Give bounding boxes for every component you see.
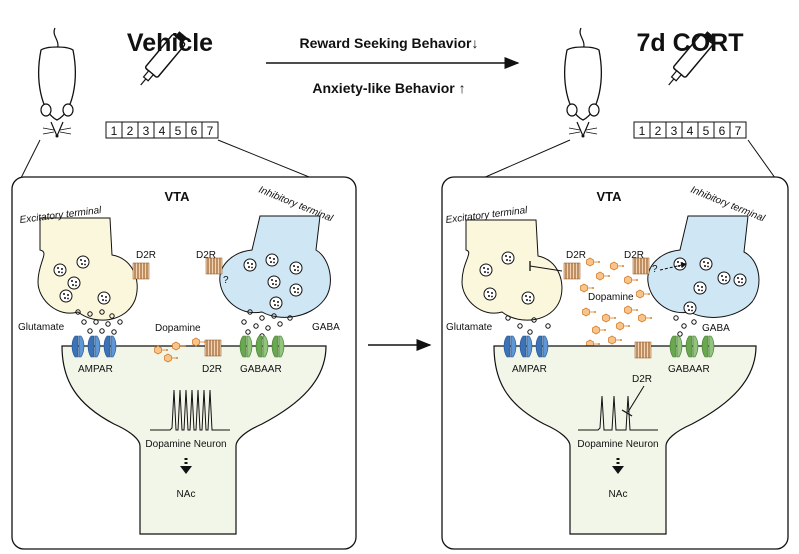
ampar-receptor xyxy=(71,335,85,358)
reward-behavior-text: Reward Seeking Behavior↓ xyxy=(300,35,479,51)
ampar-receptor xyxy=(535,335,549,358)
inhibition-line xyxy=(627,385,645,413)
ampar-receptor xyxy=(87,335,101,358)
day-label: 4 xyxy=(687,124,694,138)
dopamine-neuron-label: Dopamine Neuron xyxy=(145,439,226,450)
gabaar-receptor xyxy=(701,335,715,358)
d2r-label: D2R xyxy=(196,250,216,261)
question-mark: ? xyxy=(223,275,229,286)
cort-panel: VTA Excitatory terminal D2R Inhibitory t… xyxy=(441,176,789,550)
day-label: 1 xyxy=(639,124,646,138)
day-label: 6 xyxy=(719,124,726,138)
vta-label: VTA xyxy=(164,189,190,204)
down-arrow-icon xyxy=(180,458,192,474)
dopamine-label: Dopamine xyxy=(155,323,201,334)
inhibition-line xyxy=(529,265,563,272)
gabaar-receptor xyxy=(669,335,683,358)
ampar-label: AMPAR xyxy=(78,364,113,375)
ampar-label: AMPAR xyxy=(512,364,547,375)
d2r-label: D2R xyxy=(632,374,652,385)
anxiety-behavior-text: Anxiety-like Behavior ↑ xyxy=(312,80,465,96)
day-label: 1 xyxy=(111,124,118,138)
d2r-label: D2R xyxy=(566,250,586,261)
day-label: 6 xyxy=(191,124,198,138)
day-label: 5 xyxy=(703,124,710,138)
gaba-label: GABA xyxy=(702,323,730,334)
day-label: 7 xyxy=(735,124,742,138)
vta-label: VTA xyxy=(596,189,622,204)
day-label: 3 xyxy=(143,124,150,138)
day-label: 5 xyxy=(175,124,182,138)
dopamine-neuron-label: Dopamine Neuron xyxy=(577,439,658,450)
question-mark: ? xyxy=(652,264,658,275)
glutamate-label: Glutamate xyxy=(446,322,493,333)
cort-title: 7d CORT xyxy=(637,29,744,57)
day-label: 3 xyxy=(671,124,678,138)
gabaar-receptor xyxy=(271,335,285,358)
day-box xyxy=(201,121,219,139)
d2r-receptor xyxy=(563,262,581,280)
glutamate-label: Glutamate xyxy=(18,322,65,333)
gabaar-receptor xyxy=(255,335,269,358)
d2r-label: D2R xyxy=(136,250,156,261)
vehicle-title: Vehicle xyxy=(127,29,213,57)
d2r-receptor xyxy=(634,341,652,359)
mouse-icon xyxy=(564,27,602,139)
mouse-icon xyxy=(38,27,76,139)
day-label: 2 xyxy=(127,124,134,138)
dopamine-label: Dopamine xyxy=(588,292,634,303)
ampar-receptor xyxy=(103,335,117,358)
nac-label: NAc xyxy=(609,489,628,500)
gabaar-label: GABAAR xyxy=(240,364,282,375)
nac-label: NAc xyxy=(177,489,196,500)
dopamine-neuron xyxy=(61,345,327,535)
ampar-receptor xyxy=(519,335,533,358)
day-box xyxy=(729,121,747,139)
d2r-receptor xyxy=(132,262,150,280)
gabaar-receptor xyxy=(239,335,253,358)
day-label: 7 xyxy=(207,124,214,138)
day-label: 2 xyxy=(655,124,662,138)
gabaar-receptor xyxy=(685,335,699,358)
gaba-label: GABA xyxy=(312,322,340,333)
inhibitory-terminal xyxy=(219,215,331,318)
gabaar-label: GABAAR xyxy=(668,364,710,375)
dopamine-neuron xyxy=(493,345,757,535)
day-label: 4 xyxy=(159,124,166,138)
d2r-receptor xyxy=(204,339,222,357)
vehicle-panel: VTA Excitatory terminal D2R Inhibitory t… xyxy=(11,176,357,550)
down-arrow-icon xyxy=(612,458,624,474)
ampar-receptor xyxy=(503,335,517,358)
d2r-label: D2R xyxy=(624,250,644,261)
d2r-label: D2R xyxy=(202,364,222,375)
